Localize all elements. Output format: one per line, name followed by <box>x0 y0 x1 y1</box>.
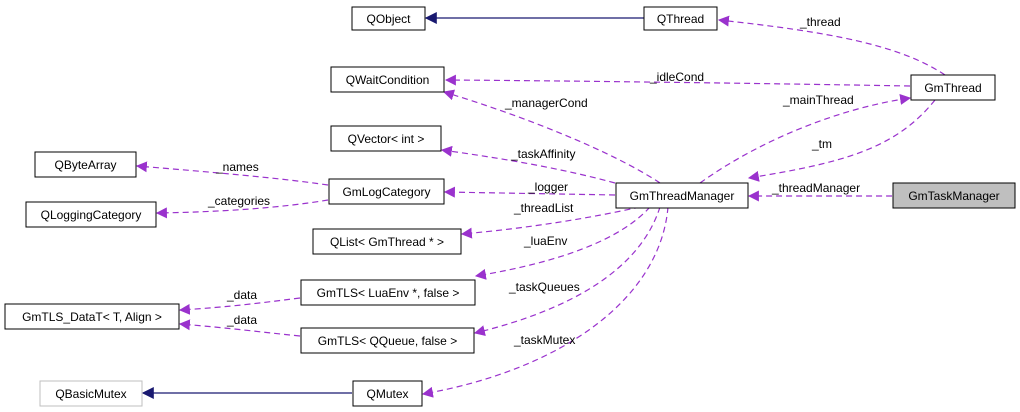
node-label: QByteArray <box>54 158 116 172</box>
edge-tm <box>747 99 936 182</box>
node-label: QBasicMutex <box>55 387 126 401</box>
node-qobject[interactable]: QObject <box>351 6 426 31</box>
nodes: QObject QThread QWaitCondition GmThread … <box>4 6 1016 407</box>
edge-label-taskaffinity: _taskAffinity <box>510 147 575 161</box>
node-label: QThread <box>657 12 704 26</box>
node-qlist[interactable]: QList< GmThread * > <box>312 228 462 255</box>
edge-label-tm: _tm <box>811 137 832 151</box>
node-label: GmLogCategory <box>342 185 430 199</box>
node-qloggingcategory[interactable]: QLoggingCategory <box>25 201 157 228</box>
node-gmlogcategory[interactable]: GmLogCategory <box>328 178 445 205</box>
edge-taskaffinity <box>440 145 616 184</box>
node-label: QList< GmThread * > <box>330 235 444 249</box>
edge-taskqueues <box>473 206 661 337</box>
edge-label-taskqueues: _taskQueues <box>508 280 580 294</box>
edge-idlecond <box>444 74 911 87</box>
edge-luaenv <box>474 206 651 280</box>
node-label: GmThread <box>924 81 981 95</box>
edge-categories <box>155 199 329 219</box>
edge-taskmutex <box>421 206 669 398</box>
node-label: QLoggingCategory <box>41 208 142 222</box>
edge-labels: _thread _idleCond _managerCond _mainThre… <box>207 15 860 347</box>
node-gmtls-datat[interactable]: GmTLS_DataT< T, Align > <box>4 303 180 330</box>
node-label: QWaitCondition <box>346 73 430 87</box>
edge-label-luaenv: _luaEnv <box>523 234 567 248</box>
node-gmthreadmanager[interactable]: GmThreadManager <box>615 182 749 209</box>
node-gmtls-qqueue[interactable]: GmTLS< QQueue, false > <box>300 327 475 354</box>
edge-data-qqueue <box>178 319 301 337</box>
edges <box>135 12 946 399</box>
edge-managercond <box>442 89 661 184</box>
edge-logger <box>443 186 616 198</box>
node-label: GmThreadManager <box>630 189 735 203</box>
node-label: GmTLS< QQueue, false > <box>318 334 457 348</box>
node-gmtls-luaenv[interactable]: GmTLS< LuaEnv *, false > <box>300 279 476 306</box>
edge-thread <box>717 15 946 76</box>
node-gmtaskmanager[interactable]: GmTaskManager <box>892 182 1016 209</box>
edge-label-logger: _logger <box>527 180 568 194</box>
node-qbytearray[interactable]: QByteArray <box>34 151 137 178</box>
node-label: GmTLS< LuaEnv *, false > <box>317 286 460 300</box>
node-qmutex[interactable]: QMutex <box>352 380 423 407</box>
edge-label-thread: _thread <box>799 15 841 29</box>
edge-mainthread <box>699 93 912 184</box>
edge-label-idlecond: _idleCond <box>649 70 704 84</box>
node-label: GmTLS_DataT< T, Align > <box>22 310 162 324</box>
node-qbasicmutex[interactable]: QBasicMutex <box>39 380 143 407</box>
edge-threadlist <box>460 206 641 239</box>
node-qvector[interactable]: QVector< int > <box>330 125 442 152</box>
edge-label-categories: _categories <box>207 194 270 208</box>
edge-data-luaenv <box>178 297 301 315</box>
edge-label-data-qqueue: _data <box>226 313 257 327</box>
edge-label-threadmanager: _threadManager <box>771 181 860 195</box>
edge-label-taskmutex: _taskMutex <box>513 333 575 347</box>
node-gmthread[interactable]: GmThread <box>910 74 996 101</box>
node-label: QVector< int > <box>348 132 425 146</box>
node-label: QObject <box>366 12 411 26</box>
edge-label-data-luaenv: _data <box>226 288 257 302</box>
node-label: GmTaskManager <box>908 189 999 203</box>
edge-label-names: _names <box>215 160 259 174</box>
edge-label-threadlist: _threadList <box>513 201 574 215</box>
node-label: QMutex <box>366 387 408 401</box>
node-qthread[interactable]: QThread <box>643 6 718 31</box>
node-qwaitcondition[interactable]: QWaitCondition <box>330 66 445 93</box>
edge-label-mainthread: _mainThread <box>782 93 854 107</box>
edge-label-managercond: _managerCond <box>504 96 588 110</box>
